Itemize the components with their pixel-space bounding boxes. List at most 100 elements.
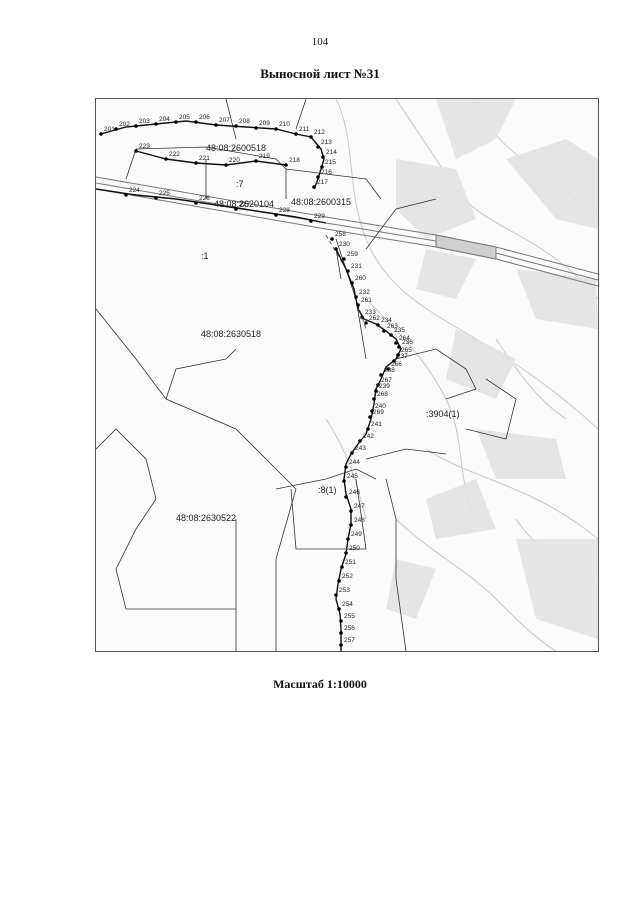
route-point-label: 213 (321, 139, 332, 146)
page-number: 104 (311, 36, 329, 48)
route-point-marker (254, 126, 258, 130)
route-point-label: 204 (159, 116, 170, 123)
route-point-marker (134, 149, 138, 153)
route-point-label: 243 (355, 445, 366, 452)
route-point-label: 227 (239, 201, 250, 208)
route-point-label: 268 (377, 391, 388, 398)
route-point-marker (368, 415, 372, 419)
route-point-label: 230 (339, 241, 350, 248)
sheet-title: Выносной лист №31 (260, 66, 380, 81)
route-point-label: 266 (391, 361, 402, 368)
route-point-marker (214, 123, 218, 127)
parcel-label-3: 48:08:2620104 (214, 199, 274, 209)
route-point-marker (194, 120, 198, 124)
route-point-marker (154, 122, 158, 126)
route-point-label: 212 (314, 129, 325, 136)
route-point-label: 245 (347, 473, 358, 480)
route-point-label: 258 (335, 231, 346, 238)
route-point-label: 238 (384, 367, 395, 374)
dashed-boundary (325, 234, 367, 330)
route-point-marker (316, 175, 320, 179)
parcel-label-6: :7 (236, 179, 244, 189)
route-point-label: 261 (361, 297, 372, 304)
parcel-label-4: 48:08:2630518 (201, 329, 261, 339)
route-point-marker (356, 303, 360, 307)
route-point-marker (99, 132, 103, 136)
terrain-shading (386, 99, 598, 639)
route-point-marker (339, 643, 343, 647)
route-point-label: 225 (159, 190, 170, 197)
route-point-marker (194, 161, 198, 165)
route-point-label: 256 (344, 625, 355, 632)
route-point-label: 229 (314, 213, 325, 220)
route-point-marker (397, 345, 401, 349)
route-point-label: 267 (381, 377, 392, 384)
route-point-label: 253 (339, 587, 350, 594)
route-point-label: 255 (344, 613, 355, 620)
route-point-marker (342, 257, 346, 261)
route-point-marker (382, 329, 386, 333)
route-point-label: 206 (199, 114, 210, 121)
parcel-boundaries (96, 99, 517, 651)
route-point-label: 218 (289, 157, 300, 164)
route-point-label: 244 (349, 459, 360, 466)
route-point-label: 231 (351, 263, 362, 270)
route-point-marker (392, 359, 396, 363)
route-point-marker (386, 367, 390, 371)
route-point-label: 205 (179, 114, 190, 121)
route-point-label: 262 (369, 315, 380, 322)
route-point-marker (379, 373, 383, 377)
route-point-label: 241 (371, 421, 382, 428)
route-point-marker (389, 333, 393, 337)
route-point-marker (342, 479, 346, 483)
route-point-marker (340, 565, 344, 569)
route-point-label: 269 (373, 409, 384, 416)
route-point-label: 240 (375, 403, 386, 410)
route-point-marker (274, 127, 278, 131)
route-point-label: 228 (279, 207, 290, 214)
route-point-label: 214 (326, 149, 337, 156)
route-point-label: 226 (199, 195, 210, 202)
route-point-label: 220 (229, 157, 240, 164)
parcel-label-7: :1 (201, 251, 209, 261)
route-line (96, 120, 402, 651)
route-point-marker (164, 157, 168, 161)
route-point-label: 219 (259, 153, 270, 160)
route-point-marker (337, 607, 341, 611)
route-point-marker (350, 281, 354, 285)
route-point-label: 232 (359, 289, 370, 296)
route-point-label: 250 (349, 545, 360, 552)
route-point-marker (376, 323, 380, 327)
route-point-marker (358, 439, 362, 443)
route-point-label: 201 (104, 126, 115, 133)
route-point-label: 246 (349, 489, 360, 496)
route-point-marker (364, 321, 368, 325)
route-point-marker (194, 201, 198, 205)
route-point-marker (337, 579, 341, 583)
route-point-marker (254, 159, 258, 163)
route-point-marker (360, 315, 364, 319)
route-point-marker (350, 451, 354, 455)
route-point-marker (234, 124, 238, 128)
route-point-marker (349, 509, 353, 513)
route-point-label: 224 (129, 187, 140, 194)
route-point-label: 208 (239, 118, 250, 125)
parcel-label-1: 48:08:2600518 (206, 143, 266, 153)
route-point-label: 252 (342, 573, 353, 580)
route-point-marker (344, 551, 348, 555)
route-point-marker (334, 247, 338, 251)
route-point-label: 223 (139, 143, 150, 150)
route-point-marker (274, 213, 278, 217)
route-point-label: 211 (299, 126, 310, 133)
route-point-marker (124, 193, 128, 197)
route-point-label: 247 (354, 503, 365, 510)
route-point-marker (354, 295, 358, 299)
route-point-marker (374, 389, 378, 393)
route-point-label: 239 (379, 383, 390, 390)
route-point-marker (396, 353, 400, 357)
route-point-marker (370, 409, 374, 413)
route-point-marker (372, 397, 376, 401)
route-point-label: 215 (325, 159, 336, 166)
route-point-marker (284, 163, 288, 167)
route-point-label: 210 (279, 121, 290, 128)
